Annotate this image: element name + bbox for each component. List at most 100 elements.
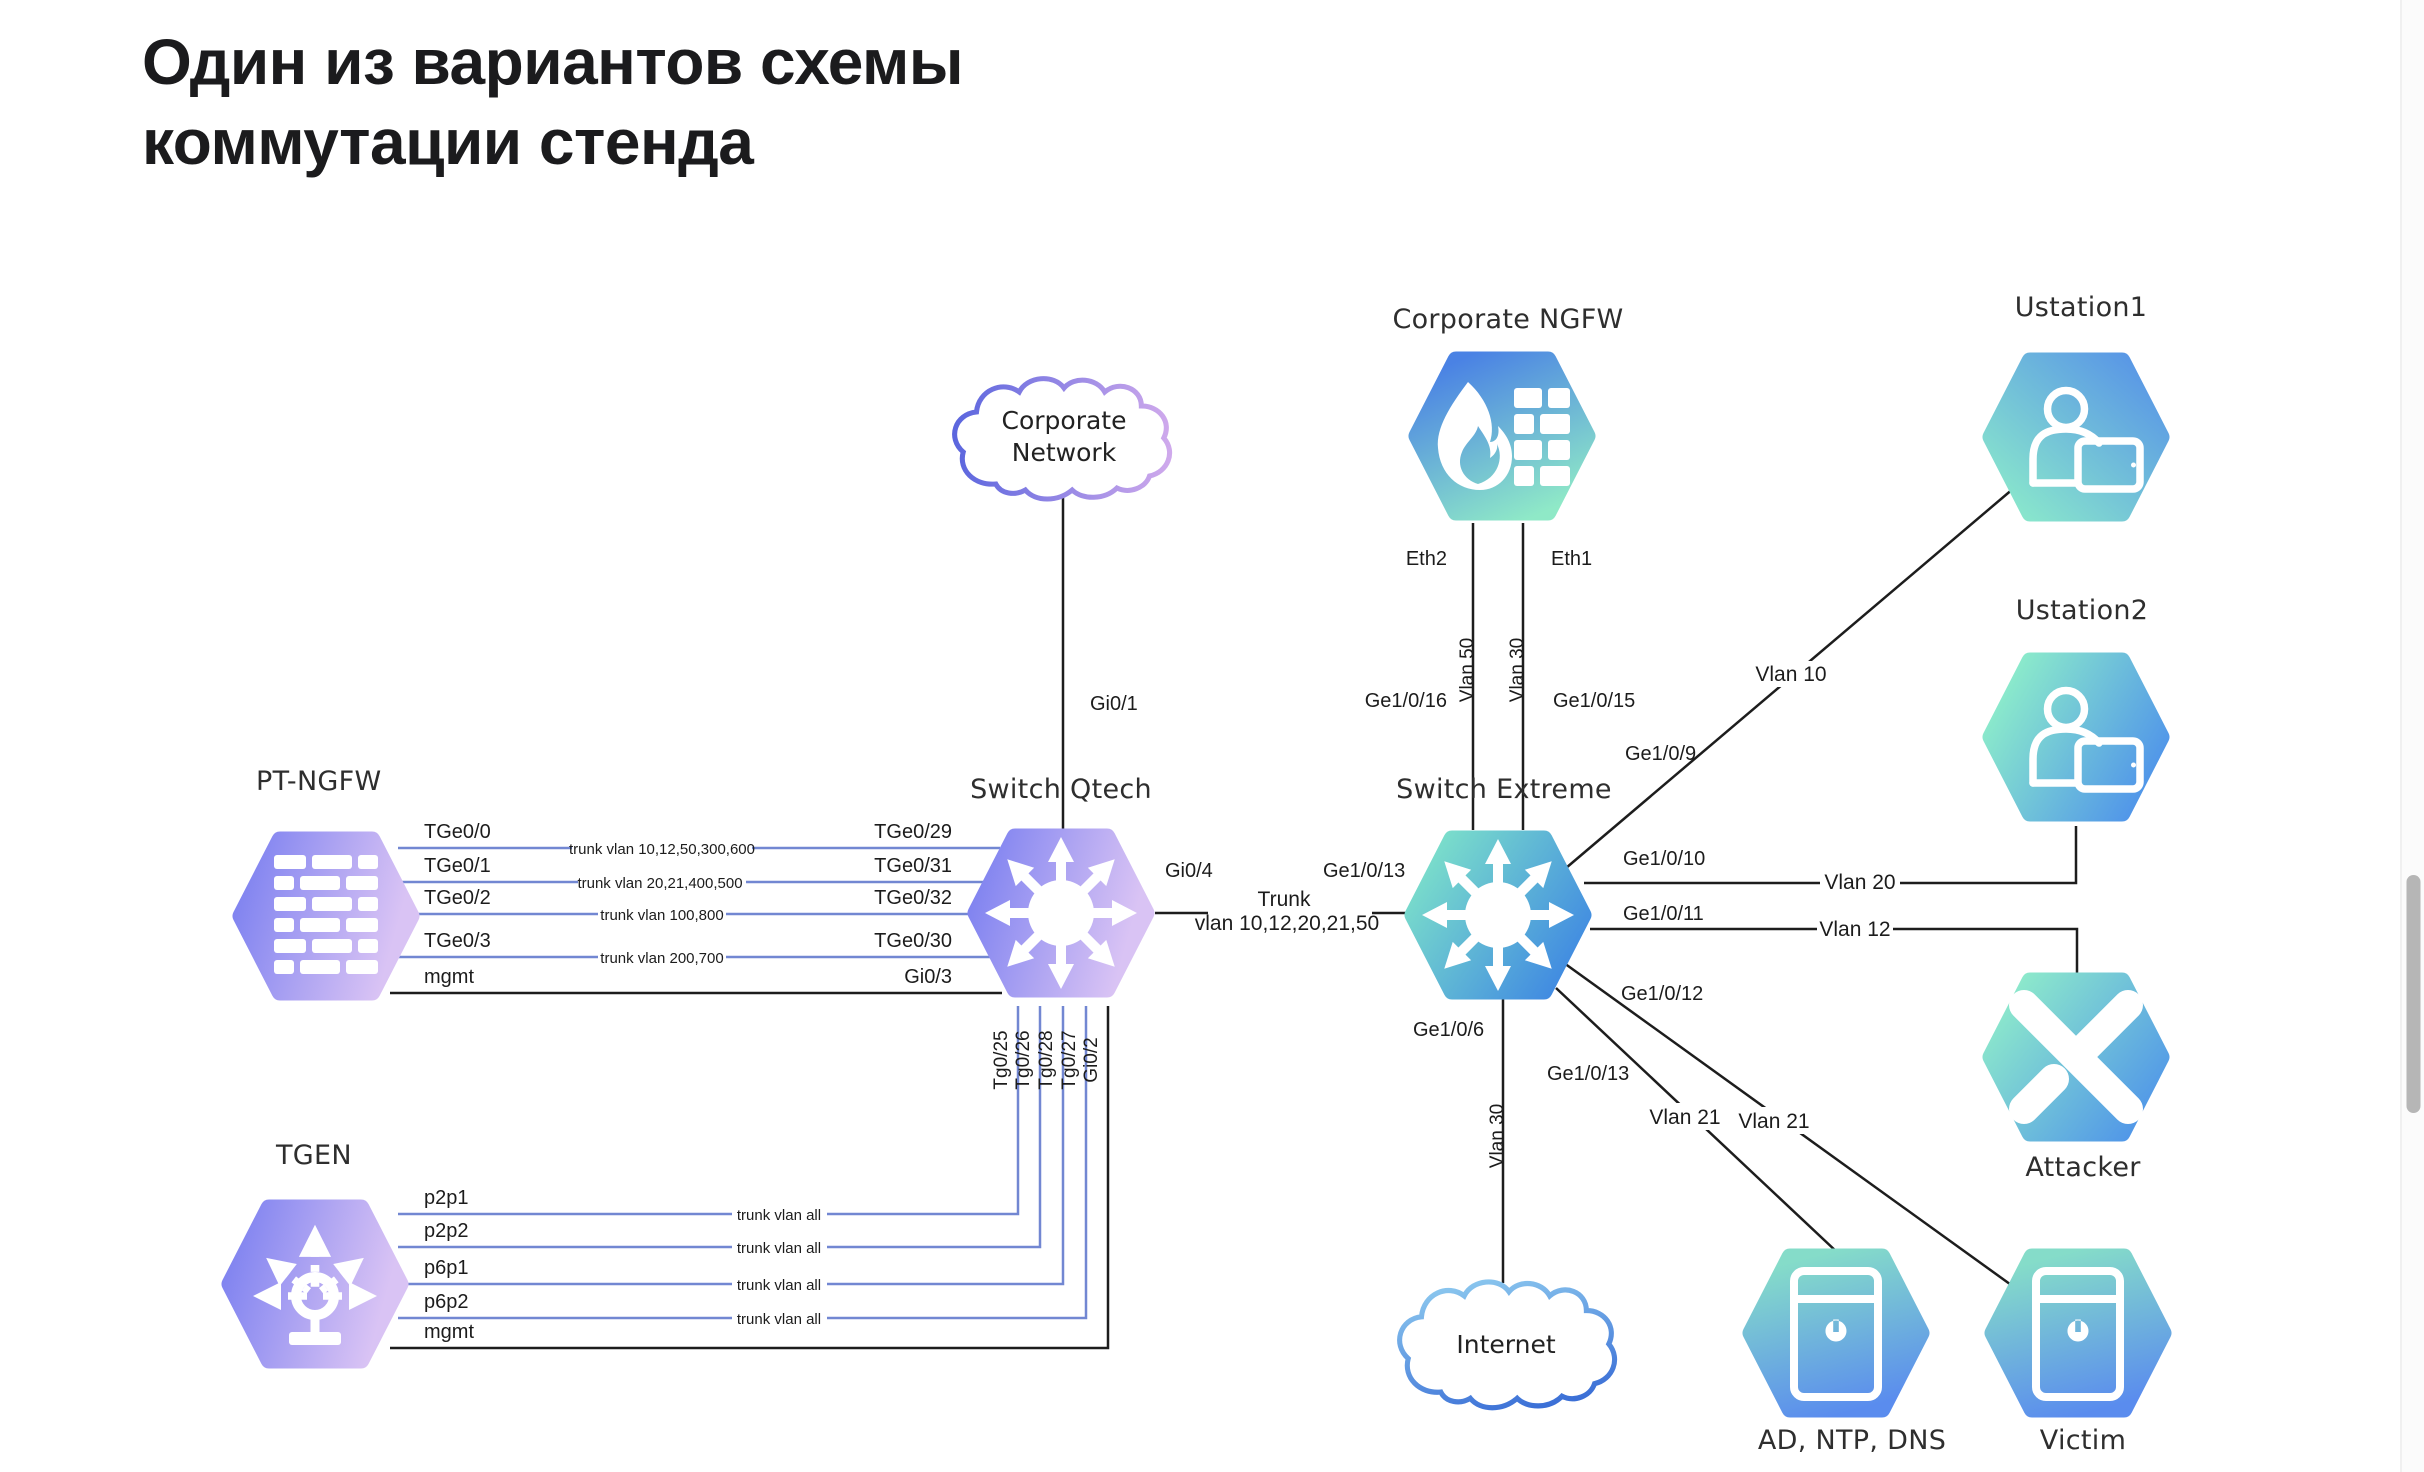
link-labels-layer: trunk vlan 10,12,50,300,600 trunk vlan 2… [569,638,1900,1328]
node-ad-ntp-dns [1751,1257,1921,1409]
scrollbar-thumb[interactable] [2406,875,2421,1113]
label-backdrop [732,1205,827,1223]
vlan50-label: Vlan 50 [1457,638,1478,702]
port-label: p2p1 [424,1187,469,1209]
label-backdrop [732,1309,827,1327]
label-backdrop [1648,1103,1722,1130]
switch-extreme-label: Switch Extreme [1396,774,1612,805]
port-label: Eth2 [1406,548,1447,570]
scrollbar-track[interactable] [2402,0,2424,1472]
port-label: Ge1/0/13 [1547,1063,1629,1085]
corporate-network-label: Corporate [1002,406,1127,435]
port-label: Ge1/0/13 [1323,860,1405,882]
firewall-bricks-icon [274,855,378,974]
tgen-label: TGEN [275,1140,352,1171]
vlan21-right-label: Vlan 21 [1738,1110,1809,1133]
pt-trunk-label: trunk vlan 10,12,50,300,600 [569,841,755,858]
port-label: p6p2 [424,1291,469,1313]
node-victim [1993,1257,2163,1409]
trunk-vlans-label: vlan 10,12,20,21,50 [1195,912,1380,935]
label-backdrop [598,948,726,967]
tgen-trunk-label: trunk vlan all [737,1240,821,1257]
ustation2-label: Ustation2 [2016,595,2149,626]
port-label: Ge1/0/10 [1623,848,1705,870]
port-label: Gi0/3 [904,966,952,988]
node-switch-extreme [1413,839,1583,991]
vlan10-label: Vlan 10 [1755,663,1826,686]
page-title-line2: коммутации стенда [142,106,754,178]
vlan21-left-label: Vlan 21 [1649,1106,1720,1129]
label-backdrop [598,905,726,924]
port-label: TGe0/32 [874,887,952,909]
node-corporate-ngfw [1417,360,1587,512]
ad-ntp-dns-label: AD, NTP, DNS [1758,1425,1946,1456]
port-label: Ge1/0/11 [1623,903,1704,925]
port-label: Tg0/27 [1059,1030,1080,1089]
port-label: mgmt [424,1321,474,1343]
switch-icon [1422,839,1574,991]
port-label: p6p1 [424,1257,469,1279]
tgen-trunk-label: trunk vlan all [737,1311,821,1328]
port-label: mgmt [424,966,474,988]
port-label: Gi0/1 [1090,693,1138,715]
node-titles-layer: PT-NGFW TGEN Switch Qtech Corporate NGFW… [256,292,2148,1456]
port-label: Eth1 [1551,548,1592,570]
node-internet: Internet [1400,1282,1615,1408]
node-attacker [1991,981,2161,1133]
node-switch-qtech [976,837,1146,989]
traffic-generator-icon [253,1225,377,1345]
label-backdrop [1817,916,1893,942]
internet-label: Internet [1456,1330,1555,1359]
port-label: Gi0/2 [1081,1037,1102,1082]
label-backdrop [1820,869,1900,895]
pt-trunk-label: trunk vlan 200,700 [600,950,723,967]
vlan30-top-label: Vlan 30 [1507,638,1528,702]
link-tgen-p6p2 [398,1006,1088,1320]
port-label: TGe0/2 [424,887,491,909]
trunk-word-label: Trunk [1258,888,1311,911]
node-ustation2 [1991,661,2161,813]
port-label: p2p2 [424,1220,469,1242]
port-label: TGe0/1 [424,855,491,877]
tgen-trunk-label: trunk vlan all [737,1277,821,1294]
nodes-layer: Corporate Network Internet [230,360,2163,1409]
link-tgen-mgmt [390,1006,1110,1350]
port-label: Tg0/28 [1036,1030,1057,1089]
corporate-ngfw-label: Corporate NGFW [1392,304,1623,335]
corporate-network-label: Network [1012,438,1117,467]
tgen-trunk-label: trunk vlan all [737,1207,821,1224]
page-title: Один из вариантов схемы коммутации стенд… [142,26,964,178]
pt-trunk-label: trunk vlan 20,21,400,500 [577,875,742,892]
port-label: Ge1/0/16 [1365,690,1447,712]
switch-icon [985,837,1137,989]
attacker-label: Attacker [2025,1152,2141,1183]
label-backdrop [732,1238,827,1256]
port-label: Ge1/0/6 [1413,1019,1484,1041]
link-tgen-p6p1 [398,1006,1065,1286]
port-labels-layer: TGe0/0 TGe0/1 TGe0/2 TGe0/3 mgmt TGe0/29… [424,548,1705,1343]
link-tgen-p2p2 [398,1006,1042,1249]
vlan30-bottom-label: Vlan 30 [1487,1104,1508,1168]
link-ge11-attacker [1590,927,2079,973]
links-layer [390,470,2079,1350]
scrollbar [2400,0,2424,1472]
page-title-line1: Один из вариантов схемы [142,26,963,98]
attacker-x-icon [2009,990,2143,1124]
node-tgen [230,1208,400,1360]
ustation1-label: Ustation1 [2015,292,2148,323]
pt-ngfw-label: PT-NGFW [256,766,382,797]
label-backdrop [578,873,746,892]
vlan12-label: Vlan 12 [1819,918,1890,941]
label-backdrop [1737,1107,1811,1134]
flame-firewall-icon [1437,382,1570,490]
victim-label: Victim [2040,1425,2126,1456]
port-label: TGe0/3 [424,930,491,952]
port-label: TGe0/31 [874,855,952,877]
node-ustation1 [1991,361,2161,513]
port-label: Ge1/0/9 [1625,743,1696,765]
label-backdrop [732,1275,827,1293]
label-backdrop [1753,661,1829,687]
link-ge10-ustation2 [1584,826,2078,885]
